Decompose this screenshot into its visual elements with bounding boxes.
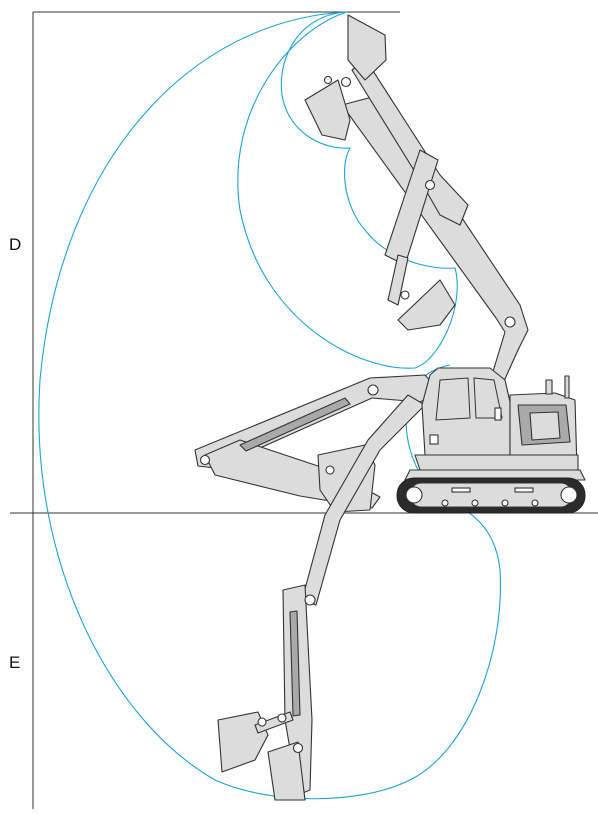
top-bucket-pin — [340, 76, 352, 88]
dig-bucket-bottom — [267, 741, 306, 801]
envelope-upper-inner-curve — [237, 11, 458, 369]
upper-frame — [414, 454, 579, 471]
exhaust-stack — [564, 375, 570, 399]
top-arm-pin — [424, 179, 436, 191]
top-link-pin — [323, 75, 333, 85]
depth-dimension-label: E — [9, 653, 21, 672]
top-boom-pin — [504, 316, 516, 328]
excavator-undercarriage — [396, 477, 586, 514]
excavator-top-position — [304, 14, 529, 391]
sprocket-wheel — [560, 486, 578, 504]
ground-arm-pin — [199, 454, 211, 466]
track-frame — [409, 482, 573, 508]
excavator-dig-position — [217, 394, 426, 801]
mid-arm-link — [387, 254, 409, 306]
dig-arm-cylinder — [289, 610, 301, 717]
ground-bucket-pin — [325, 465, 335, 475]
idler-wheel — [405, 486, 423, 504]
track-frame-slot-left — [451, 487, 471, 493]
dig-arm-top-pin — [304, 594, 316, 606]
dig-arm-bottom-pin — [292, 742, 304, 754]
height-dimension-label: D — [9, 235, 22, 254]
dig-link-pin — [277, 713, 287, 723]
cab-step — [494, 407, 502, 421]
roller-4 — [531, 499, 539, 507]
ground-boom-cylinder — [239, 397, 351, 452]
air-intake — [545, 379, 553, 395]
roller-3 — [501, 499, 509, 507]
envelope-outer-curve — [38, 11, 502, 800]
cab-window — [435, 377, 471, 421]
excavator-body — [404, 367, 586, 481]
dig-boom — [301, 394, 426, 606]
mid-bucket — [397, 279, 456, 331]
top-bucket — [347, 14, 387, 81]
cab-door-window — [473, 377, 503, 419]
dig-bucket-pin — [257, 717, 267, 727]
cab-handle — [429, 434, 439, 445]
excavator-ground-position — [194, 374, 441, 513]
mid-bucket-pin — [400, 290, 410, 300]
top-bucket-curled — [304, 79, 351, 141]
track-frame-slot-right — [514, 487, 534, 493]
top-boom — [341, 94, 529, 391]
roller-1 — [441, 499, 449, 507]
ground-boom-pin — [367, 384, 379, 396]
engine-side-panel — [529, 411, 561, 441]
roller-2 — [471, 499, 479, 507]
